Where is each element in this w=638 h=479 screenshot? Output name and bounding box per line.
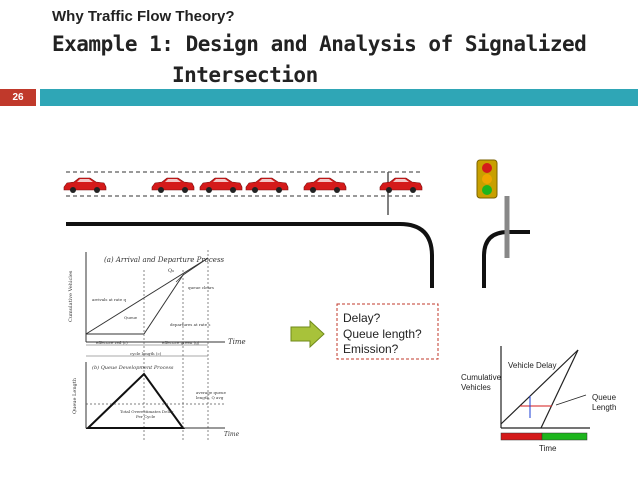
plot-c-xlabel: Time <box>539 444 557 453</box>
slide-kicker: Why Traffic Flow Theory? <box>52 8 235 25</box>
question-emission: Emission? <box>343 342 399 356</box>
car-icon <box>151 177 195 194</box>
traffic-light-icon <box>476 159 498 199</box>
plot-c-ylabel-2: Vehicles <box>461 383 491 392</box>
accent-bar <box>40 89 638 106</box>
departure-continuation <box>182 257 209 276</box>
plot-arrival-departure: (a) Arrival and Departure Process Cumula… <box>68 250 246 440</box>
plot-c-ylabel-1: Cumulative <box>461 373 502 382</box>
label-queue: Queue <box>124 315 138 320</box>
label-total-delay-2: Per Cycle <box>136 414 156 419</box>
road-edge-left <box>66 222 434 288</box>
label-total-delay-1: Total Overestimates Delay <box>120 409 174 414</box>
car-icon <box>303 177 347 194</box>
plot-b-xlabel: Time <box>224 431 240 438</box>
page-number: 26 <box>0 89 36 106</box>
car-icon <box>379 177 423 194</box>
signal-red-phase <box>500 432 543 441</box>
plot-b-ylabel: Queue Length <box>72 377 78 414</box>
car-icon <box>63 177 107 194</box>
plot-queue-development: (b) Queue Development Process Queue Leng… <box>72 362 240 438</box>
slide-title-line-2: Intersection <box>172 63 318 87</box>
car-icon <box>199 177 243 194</box>
label-cycle-length: cycle length (c) <box>130 351 162 356</box>
plot-cumulative-small: Cumulative Vehicles Vehicle Delay Queue … <box>461 346 617 453</box>
question-queue-length: Queue length? <box>343 327 422 341</box>
plot-a-xlabel: Time <box>228 338 246 346</box>
label-queue-clears: queue clears <box>188 285 214 290</box>
questions-box: Delay? Queue length? Emission? <box>336 303 439 360</box>
label-effective-red: effective red (r) <box>96 340 128 345</box>
plot-c-vehicle-delay: Vehicle Delay <box>508 361 556 370</box>
label-effective-green: effective green (g) <box>162 340 200 345</box>
signal-green-phase <box>541 432 588 441</box>
plot-c-queue-2: Length <box>592 403 616 412</box>
arrow-right-icon <box>290 319 325 349</box>
plot-b-title: (b) Queue Development Process <box>92 364 174 371</box>
label-departures: departures at rate s <box>170 322 210 327</box>
departure-line <box>143 274 184 335</box>
plot-a-ylabel: Cumulative Vehicles <box>68 270 74 322</box>
question-delay: Delay? <box>343 311 381 325</box>
label-avg-queue-1: average queue <box>196 390 227 395</box>
plot-a-title: (a) Arrival and Departure Process <box>104 256 225 264</box>
slide-title-line-1: Example 1: Design and Analysis of Signal… <box>52 32 587 56</box>
plot-c-queue-1: Queue <box>592 393 617 402</box>
label-arrivals: arrivals at rate q <box>92 297 127 302</box>
departure-curve <box>540 349 579 429</box>
road-scene <box>63 159 530 288</box>
car-icon <box>245 177 289 194</box>
arrival-curve <box>500 349 579 425</box>
queue-triangle <box>85 372 185 429</box>
label-q0: Q₀ <box>168 268 174 274</box>
label-avg-queue-2: length, Q avg <box>196 395 224 400</box>
arrival-line <box>85 257 209 335</box>
